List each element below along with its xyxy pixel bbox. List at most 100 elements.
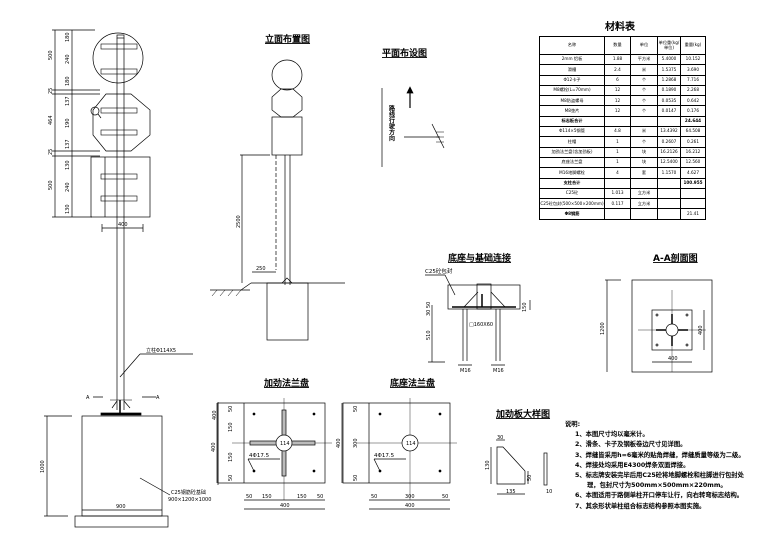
dim-text: 130 [65, 204, 71, 214]
note-item: 6、本图适用于路侧单柱开口停车让行，向右转弯标志结构。 [575, 492, 744, 500]
table-cell: 个 [630, 74, 658, 86]
plan-labels: 平面布设图 路线行驶方向 [382, 47, 427, 142]
material-table-title: 材料表 [605, 22, 635, 33]
elevation-view [210, 59, 345, 341]
table-cell: M16地脚螺栓 [539, 167, 605, 179]
table-cell: 米 [630, 126, 658, 138]
dim-text: 130 [485, 460, 491, 470]
table-cell: 0.117 [604, 198, 631, 210]
table-cell: 2.268 [680, 84, 706, 97]
table-cell: 4 [604, 167, 631, 179]
arrow-up-icon [406, 86, 414, 94]
table-cell: 64.508 [680, 126, 706, 138]
table-cell: 0.0535 [657, 95, 681, 107]
foundation-label: C25钢筋砼基础 [171, 489, 206, 496]
dim-text: 240 [65, 182, 71, 192]
base-flange-title: 底座法兰盘 [390, 377, 435, 389]
table-cell: 6 [604, 74, 631, 86]
stiffener-detail-labels: 加劲板大样图 30 130 50 135 10 [485, 408, 552, 495]
table-cell: 1.013 [604, 187, 631, 200]
section-mark: A [86, 395, 90, 401]
table-cell [630, 177, 658, 189]
header-cell: 重量(kg) [680, 36, 706, 55]
elevation-labels: 立面布置图 2500 250 [236, 33, 310, 272]
dim-text: 500 [48, 180, 54, 190]
table-cell: 滑槽 [539, 64, 605, 76]
dim-text: 300 [353, 438, 359, 448]
table-cell: 1.1570 [657, 167, 681, 179]
table-cell: 16.212 [680, 146, 706, 158]
section-aa-view [605, 279, 713, 373]
dim-text: 50 [246, 494, 252, 500]
section-mark: A [156, 395, 160, 401]
elevation-title: 立面布置图 [265, 33, 310, 45]
table-cell: 底座法兰盘 [539, 156, 605, 169]
notes-heading: 说明: [565, 421, 581, 428]
table-cell: 1 [604, 156, 631, 169]
table-cell: Φ8钢筋 [539, 208, 605, 220]
base-connection-labels: 底座与基础连接 C25砼包封 □160X60 50 30 510 M16 M16… [425, 252, 528, 374]
table-cell [604, 115, 631, 128]
dim-text: 30 [497, 435, 503, 441]
table-cell: 12 [604, 95, 631, 107]
table-cell: 立方米 [630, 187, 658, 200]
table-cell: 平方米 [630, 53, 658, 66]
dim-text: 180 [65, 76, 71, 86]
table-cell: 1 [604, 146, 631, 158]
table-cell [630, 208, 658, 220]
dim-text: 510 [426, 330, 432, 340]
clamp-brackets [100, 43, 138, 202]
table-cell: 套 [630, 167, 658, 179]
hole-label: 4Φ17.5 [374, 453, 395, 459]
hole-label: 4Φ17.5 [249, 453, 270, 459]
table-cell: 10.152 [680, 53, 706, 66]
dim-text: 1200 [600, 322, 606, 335]
dim-text: 150 [228, 452, 234, 462]
dim-text: M16 [460, 368, 471, 374]
table-cell [657, 187, 681, 200]
dim-text: M16 [493, 368, 504, 374]
base-connection-view [425, 274, 531, 366]
dim-text: 2500 [236, 215, 242, 228]
dim-text: 137 [65, 139, 71, 149]
table-cell: 24.644 [680, 115, 706, 128]
note-item: 2、滑条、卡子及钢板卷边尺寸见详图。 [575, 441, 687, 449]
dim-text: 400 [280, 503, 290, 509]
dim-text: 135 [506, 489, 516, 495]
dim-text: 150 [262, 494, 272, 500]
table-cell: C25砼 [539, 187, 605, 200]
table-cell: M8螺栓(L=70mm) [539, 84, 605, 97]
circle-sign [92, 32, 144, 84]
table-cell: 1 [604, 136, 631, 148]
table-cell: 16.2126 [657, 146, 681, 158]
dim-text: 50 [317, 494, 323, 500]
dim-text: 50 [527, 475, 533, 481]
note-item: 3、焊缝皆采用h=6毫米的贴角焊缝，焊缝质量等级为二级。 [575, 451, 745, 459]
table-cell: 1.2868 [657, 74, 681, 86]
dim-text: 400 [668, 356, 678, 362]
table-cell: M8垫片 [539, 105, 605, 117]
dim-text: 500 [48, 50, 54, 60]
dim-text: 25 [48, 149, 54, 155]
table-cell: 个 [630, 136, 658, 148]
base-flange-view [341, 398, 457, 510]
stiffened-flange-title: 加劲法兰盘 [263, 377, 309, 389]
dim-text: 300 [405, 494, 415, 500]
table-cell: 米 [630, 64, 658, 76]
note-item: 4、焊接处均采用E4300焊条双面焊接。 [575, 461, 690, 469]
table-cell: 7.716 [680, 74, 706, 86]
header-cell: 单位重(kg/单位) [657, 36, 681, 55]
table-cell [680, 198, 706, 210]
dim-text: 1000 [40, 460, 46, 473]
dim-text: 50 [371, 494, 377, 500]
stiffener-detail-view [490, 439, 548, 495]
plan-title: 平面布设图 [382, 47, 427, 59]
dim-text: 50 [228, 406, 234, 412]
